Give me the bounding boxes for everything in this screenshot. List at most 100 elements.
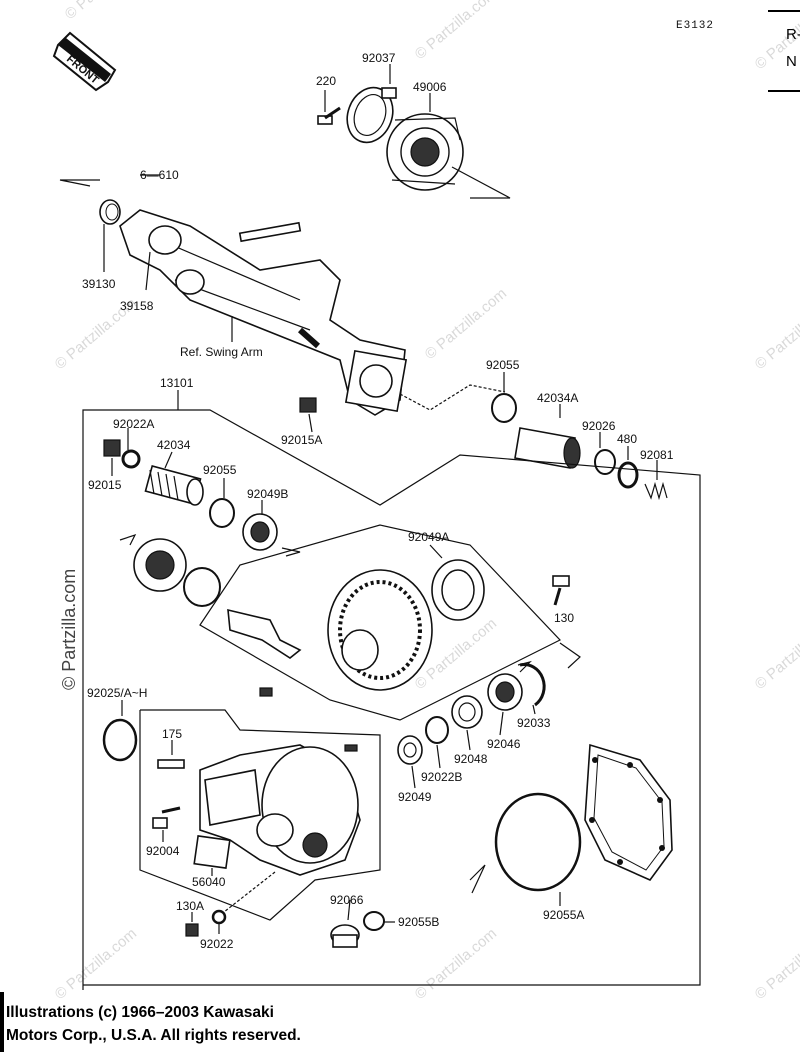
part-number-label: 92049B [247, 487, 288, 501]
part-number-label: 6—610 [140, 168, 179, 182]
part-number-label: 39130 [82, 277, 116, 291]
stud-175 [157, 740, 185, 769]
leader-line [469, 864, 486, 894]
part-number-label: 175 [162, 727, 182, 741]
snap-ring-92033 [519, 663, 546, 715]
assembly-outline-13101 [82, 409, 701, 990]
oring-92055A [494, 792, 582, 906]
part-number-label: 130 [554, 611, 574, 625]
part-number-label: 92046 [487, 737, 521, 751]
part-number-label: 92081 [640, 448, 674, 462]
corner-frame [768, 10, 800, 92]
part-number-label: 42034 [157, 438, 191, 452]
ring-gear [227, 569, 433, 691]
footer-divider [0, 992, 4, 1052]
leader-line [119, 533, 137, 546]
watermark: © Partzilla.com [62, 0, 150, 23]
oring-92055B [363, 911, 395, 931]
reference-swing-arm: Ref. Swing Arm [180, 345, 263, 359]
part-number-label: 92015 [88, 478, 122, 492]
gear-42034 [144, 451, 204, 506]
watermark: © Partzilla.com [412, 925, 500, 1003]
nut-92015 [103, 439, 121, 476]
swing-arm [119, 209, 408, 416]
bearing-92049B [242, 500, 278, 551]
part-number-label: 39158 [120, 299, 154, 313]
washer-92022 [211, 909, 227, 934]
label-plate-56040 [193, 835, 231, 876]
part-number-label: 92049 [398, 790, 432, 804]
watermark: © Partzilla.com [422, 285, 510, 363]
part-number-label: 92033 [517, 716, 551, 730]
gear-case [199, 687, 361, 876]
corner-label: N [786, 53, 797, 70]
part-number-label: 92055A [543, 908, 584, 922]
part-number-label: 92015A [281, 433, 322, 447]
leader-line [559, 642, 581, 669]
coupling-42034A [514, 404, 581, 469]
bolt-92004 [152, 806, 181, 842]
part-number-label: 92004 [146, 844, 180, 858]
part-number-label: 480 [617, 432, 637, 446]
bearing-92049 [397, 735, 423, 789]
watermark: © Partzilla.com [752, 615, 800, 693]
part-number-label: 92055 [486, 358, 520, 372]
snap-ring-480 [617, 446, 639, 489]
watermark: © Partzilla.com [412, 0, 500, 63]
part-number-label: 13101 [160, 376, 194, 390]
part-number-label: 92055B [398, 915, 439, 929]
copyright-footer: Illustrations (c) 1966–2003 Kawasaki Mot… [6, 1001, 426, 1047]
boot-49006 [386, 93, 464, 191]
shim-92025 [102, 700, 138, 762]
bolt-220 [317, 90, 341, 125]
copyright-line: Motors Corp., U.S.A. All rights reserved… [6, 1027, 301, 1044]
gasket [584, 743, 673, 881]
watermark: © Partzilla.com [752, 295, 800, 373]
part-number-label: 92026 [582, 419, 616, 433]
collar-92048 [451, 695, 483, 751]
watermark: © Partzilla.com [52, 925, 140, 1003]
leader-line [451, 166, 511, 199]
shim-92022B [425, 716, 449, 769]
leader-line [223, 871, 276, 913]
plug-92066 [330, 899, 360, 948]
diagram-code: E3132 [676, 20, 714, 32]
part-number-label: 130A [176, 899, 204, 913]
corner-label: R- [786, 26, 800, 43]
watermark-vertical: © Partzilla.com [59, 569, 79, 690]
clamp-92037 [346, 64, 397, 144]
part-number-label: 92037 [362, 51, 396, 65]
part-number-label: 56040 [192, 875, 226, 889]
oil-seal-92049A [429, 544, 485, 621]
gear-set-outline [199, 524, 561, 721]
leader-line [59, 179, 100, 187]
spring-92081 [644, 460, 668, 501]
bolt-130A [185, 912, 199, 937]
needle-bearing-92046 [487, 673, 523, 736]
part-number-label: 92022 [200, 937, 234, 951]
bolt-130 [552, 575, 570, 606]
pinion-gear [133, 538, 221, 607]
copyright-line: Illustrations (c) 1966–2003 Kawasaki [6, 1004, 274, 1021]
part-number-label: 42034A [537, 391, 578, 405]
case-outline [139, 709, 381, 921]
part-number-label: 49006 [413, 80, 447, 94]
oring-92055-mid [209, 478, 235, 528]
part-number-label: 92049A [408, 530, 449, 544]
leader-line [399, 384, 506, 411]
part-number-label: 92055 [203, 463, 237, 477]
nut-92015A [299, 397, 317, 433]
part-number-label: 92048 [454, 752, 488, 766]
part-number-label: 92025/A~H [87, 686, 147, 700]
washer-92026 [594, 432, 616, 475]
leader-line [281, 547, 301, 557]
part-number-label: 92066 [330, 893, 364, 907]
oring-92055-top [491, 372, 517, 423]
part-number-label: 92022B [421, 770, 462, 784]
bushing-39130 [99, 199, 121, 272]
washer-92022A [121, 428, 141, 469]
part-number-label: 92022A [113, 417, 154, 431]
front-arrow-icon: FRONT [52, 31, 117, 92]
watermark: © Partzilla.com [752, 925, 800, 1003]
